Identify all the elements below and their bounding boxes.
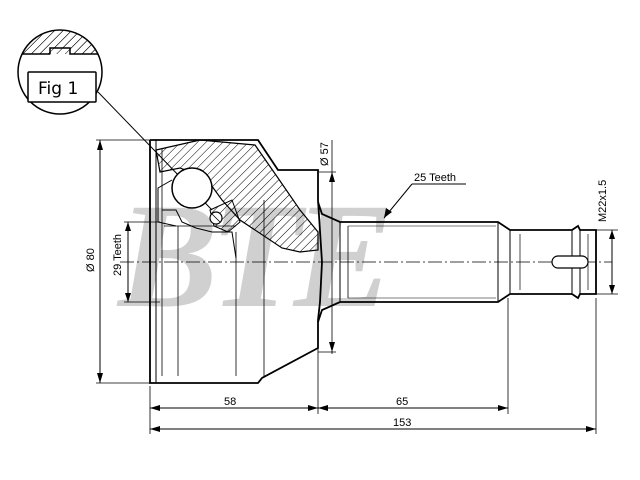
figure-label: Fig 1 xyxy=(38,79,78,99)
stub-shaft xyxy=(317,201,597,323)
outer-diameter-label: Ø 80 xyxy=(85,248,97,272)
total-length-label: 153 xyxy=(393,417,411,429)
dimension-total-length: 153 xyxy=(150,417,596,432)
dimension-shaft-length: 65 xyxy=(318,396,508,411)
bell-length-label: 58 xyxy=(224,396,236,408)
thread-label: M22x1.5 xyxy=(597,180,609,222)
extension-lines xyxy=(96,139,618,434)
dimension-outer-teeth: 25 Teeth xyxy=(383,172,466,219)
dimension-outer-diameter: Ø 80 xyxy=(85,140,103,383)
bell-diameter-label: Ø 57 xyxy=(319,142,331,166)
dimension-inner-teeth: 29 Teeth xyxy=(112,222,131,302)
inner-teeth-label: 29 Teeth xyxy=(112,234,124,276)
bell-housing xyxy=(149,139,323,384)
dimension-bell-length: 58 xyxy=(150,396,318,411)
dimension-thread: M22x1.5 xyxy=(597,180,615,294)
outer-teeth-label: 25 Teeth xyxy=(414,172,456,184)
shaft-length-label: 65 xyxy=(396,396,408,408)
dimension-bell-diameter: Ø 57 xyxy=(318,142,336,353)
